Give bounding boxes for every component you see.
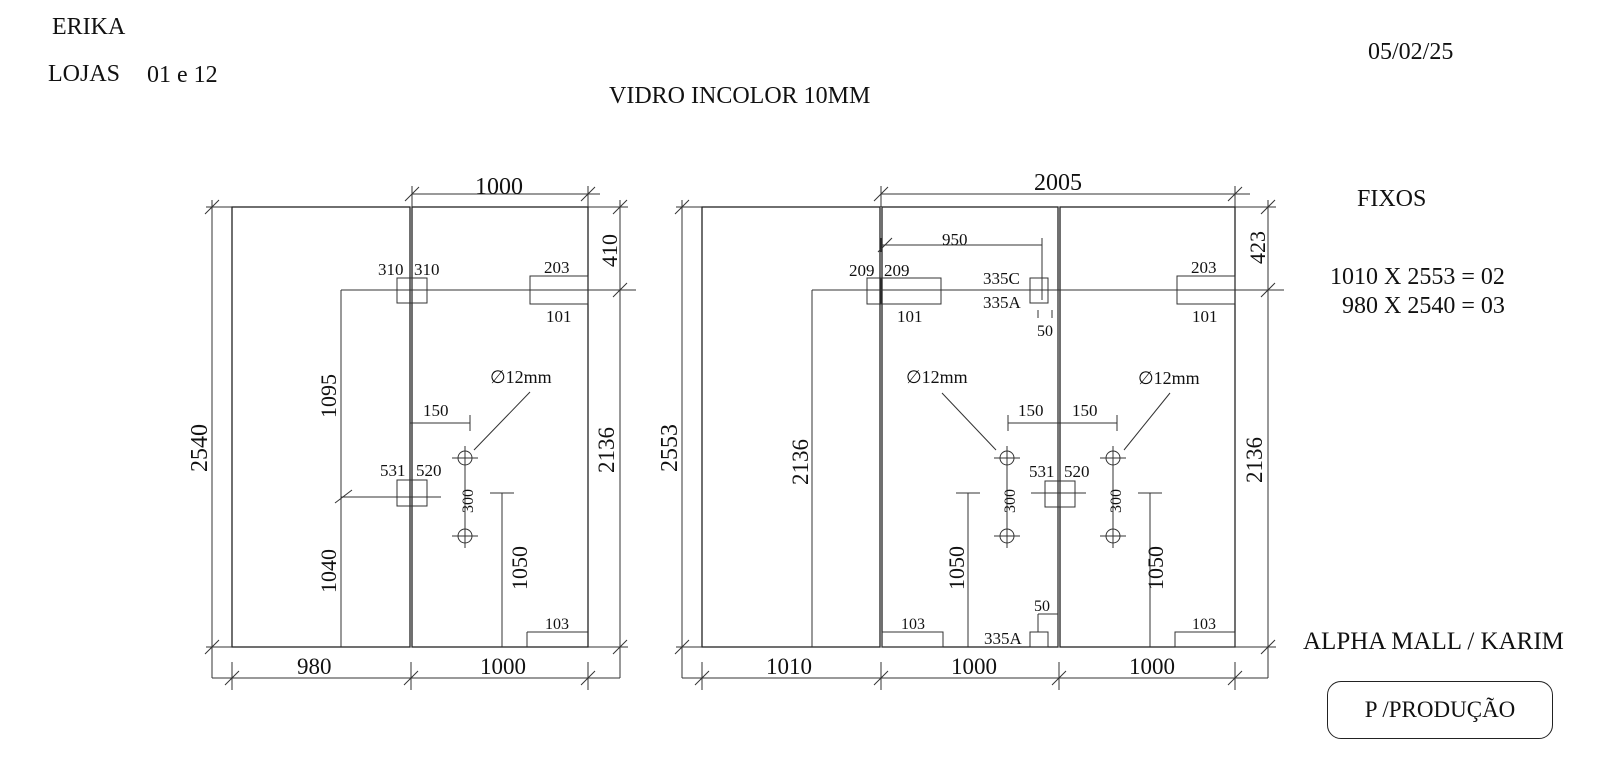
right-dim-hole-spacing-right: 300 bbox=[1108, 489, 1125, 513]
left-cut-101: 101 bbox=[546, 307, 572, 326]
right-dim-handle-right: 150 bbox=[1072, 401, 1098, 420]
drawing-date: 05/02/25 bbox=[1368, 39, 1454, 65]
right-hole-label-left: ∅12mm bbox=[906, 367, 968, 387]
right-dim-hole-spacing-left: 300 bbox=[1002, 489, 1019, 513]
left-dim-lower: 1040 bbox=[316, 549, 341, 593]
left-dim-handle-offset: 150 bbox=[423, 401, 449, 420]
left-cut-203: 203 bbox=[544, 258, 570, 277]
stores-label: LOJAS bbox=[48, 61, 121, 87]
right-dim-bottom-right: 1000 bbox=[1129, 654, 1175, 679]
fixed-panel-line-1: 1010 X 2553 = 02 bbox=[1330, 264, 1505, 290]
right-dim-inner: 950 bbox=[942, 230, 968, 249]
fixed-panels-title: FIXOS bbox=[1357, 186, 1427, 212]
right-cut-335a-top: 335A bbox=[983, 293, 1022, 312]
left-door-panel bbox=[411, 206, 589, 648]
left-drawing: 1000 980 1000 2540 410 2136 1095 1040 15… bbox=[187, 174, 636, 690]
production-stamp-text: P /PRODUÇÃO bbox=[1364, 697, 1516, 722]
right-dim-hinge-left: 1050 bbox=[944, 546, 969, 590]
right-dim-left-main: 2136 bbox=[788, 439, 813, 485]
right-drawing: 2005 950 1010 1000 1000 2553 423 2136 21… bbox=[657, 170, 1284, 690]
right-dim-right-main: 2136 bbox=[1242, 437, 1267, 483]
left-dim-bottom-left: 980 bbox=[297, 654, 332, 679]
left-dim-right-top: 410 bbox=[597, 234, 622, 267]
left-cut-310a: 310 bbox=[378, 260, 404, 279]
right-cut-531: 531 bbox=[1029, 462, 1055, 481]
right-cut-103-right: 103 bbox=[1192, 616, 1216, 633]
left-cut-531: 531 bbox=[380, 461, 406, 480]
right-hole-label-right: ∅12mm bbox=[1138, 368, 1200, 388]
right-door-panel-right bbox=[1059, 206, 1236, 648]
fixed-panel-line-2: 980 X 2540 = 03 bbox=[1342, 293, 1505, 319]
left-cut-310b: 310 bbox=[414, 260, 440, 279]
right-cut-520: 520 bbox=[1064, 462, 1090, 481]
client-name: ERIKA bbox=[52, 14, 126, 40]
right-fixed-panel bbox=[701, 206, 881, 648]
right-dim-hinge-right: 1050 bbox=[1143, 546, 1168, 590]
right-cut-209a: 209 bbox=[849, 261, 875, 280]
right-cut-103-left: 103 bbox=[901, 616, 925, 633]
left-dim-hole-spacing: 300 bbox=[460, 489, 477, 513]
glass-material: VIDRO INCOLOR 10MM bbox=[609, 83, 871, 109]
right-cut-101-right: 101 bbox=[1192, 307, 1218, 326]
left-dim-bottom-right: 1000 bbox=[480, 654, 526, 679]
right-dim-handle-left: 150 bbox=[1018, 401, 1044, 420]
right-cut-335c: 335C bbox=[983, 269, 1020, 288]
left-dim-upper: 1095 bbox=[316, 374, 341, 418]
left-dim-right-main: 2136 bbox=[594, 427, 619, 473]
stores-value: 01 e 12 bbox=[147, 62, 218, 88]
project-name: ALPHA MALL / KARIM bbox=[1303, 628, 1564, 655]
left-dim-top: 1000 bbox=[475, 174, 523, 200]
right-dim-bottom-mid: 1000 bbox=[951, 654, 997, 679]
left-cut-520: 520 bbox=[416, 461, 442, 480]
right-dim-50-bottom: 50 bbox=[1034, 598, 1050, 615]
left-fixed-panel bbox=[231, 206, 411, 648]
right-dim-height: 2553 bbox=[657, 424, 683, 472]
left-dim-height: 2540 bbox=[187, 424, 213, 472]
left-dim-hinge-height: 1050 bbox=[507, 546, 532, 590]
right-dim-top: 2005 bbox=[1034, 170, 1082, 196]
right-cut-101-left: 101 bbox=[897, 307, 923, 326]
right-cut-209b: 209 bbox=[884, 261, 910, 280]
right-cut-335a-bottom: 335A bbox=[984, 629, 1023, 648]
production-stamp: P /PRODUÇÃO bbox=[1327, 681, 1553, 739]
left-cut-103: 103 bbox=[545, 616, 569, 633]
right-dim-right-top: 423 bbox=[1245, 231, 1270, 264]
right-dim-bottom-left: 1010 bbox=[766, 654, 812, 679]
left-hole-label: ∅12mm bbox=[490, 367, 552, 387]
right-cut-203: 203 bbox=[1191, 258, 1217, 277]
right-dim-50-top: 50 bbox=[1037, 323, 1053, 340]
